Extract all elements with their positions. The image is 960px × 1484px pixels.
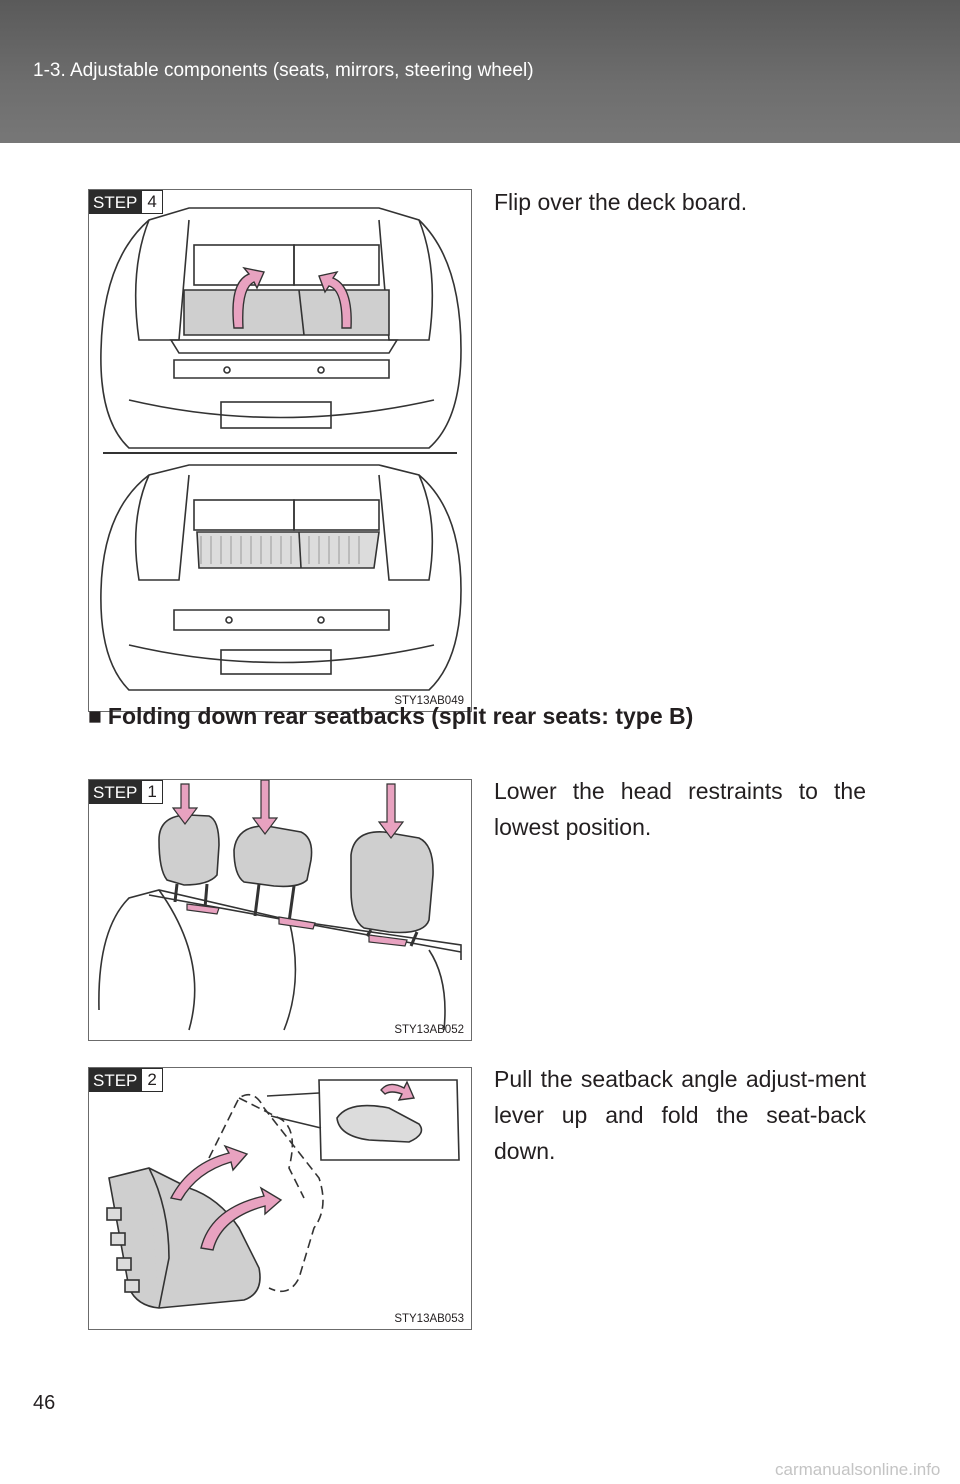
- figure-code: STY13AB053: [394, 1313, 464, 1325]
- step-number: 4: [142, 190, 163, 214]
- header-band: 1-3. Adjustable components (seats, mirro…: [0, 0, 960, 143]
- step-badge: STEP 1: [89, 780, 163, 804]
- section-header-title: 1-3. Adjustable components (seats, mirro…: [33, 60, 534, 81]
- step-number: 2: [142, 1068, 163, 1092]
- step-label: STEP: [89, 190, 143, 214]
- figure-code: STY13AB052: [394, 1024, 464, 1036]
- figure-step-4: STEP 4 STY13AB049: [88, 189, 472, 712]
- trunk-deck-board-illustration: [100, 207, 462, 691]
- step-label: STEP: [89, 1068, 143, 1092]
- figure-step-1: STEP 1 STY13AB052: [88, 779, 472, 1041]
- head-restraints-illustration: [98, 780, 462, 1031]
- figure-code: STY13AB049: [394, 695, 464, 707]
- instruction-step-4: Flip over the deck board.: [494, 189, 748, 215]
- instruction-step-2: Pull the seatback angle adjust-ment leve…: [494, 1066, 866, 1164]
- step-number: 1: [142, 780, 163, 804]
- page-number: 46: [33, 1392, 56, 1414]
- seatback-fold-illustration: [106, 1079, 460, 1309]
- watermark: carmanualsonline.info: [775, 1460, 941, 1479]
- section-bullet: ■: [88, 703, 102, 729]
- figure-step-2: STEP 2 STY13AB053: [88, 1067, 472, 1330]
- section-heading: ■Folding down rear seatbacks (split rear…: [88, 703, 693, 730]
- step-badge: STEP 2: [89, 1068, 163, 1092]
- section-title: Folding down rear seatbacks (split rear …: [107, 703, 694, 729]
- step-badge: STEP 4: [89, 190, 163, 214]
- instruction-step-1: Lower the head restraints to the lowest …: [494, 778, 866, 840]
- step-label: STEP: [89, 780, 143, 804]
